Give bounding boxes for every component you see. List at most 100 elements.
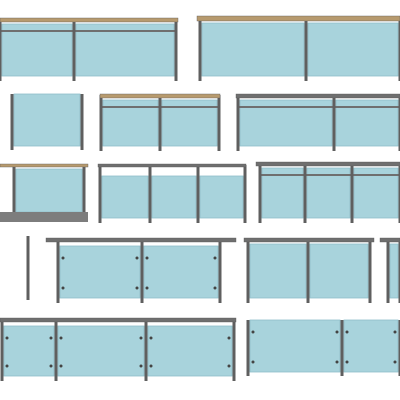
wood-handrail-icon xyxy=(0,17,179,23)
glass-clamp-icon xyxy=(49,364,53,368)
metal-post-icon xyxy=(72,19,76,81)
glass-panel xyxy=(147,325,233,377)
railing-5 xyxy=(235,93,400,151)
glass-clamp-icon xyxy=(145,256,149,260)
metal-post-icon xyxy=(332,95,336,151)
glass-panel xyxy=(1,23,73,77)
glass-clamp-icon xyxy=(49,336,53,340)
metal-post-icon xyxy=(398,239,400,303)
metal-post-icon xyxy=(80,94,84,150)
metal-post-icon xyxy=(258,163,262,223)
glass-clamp-icon xyxy=(393,330,397,334)
wood-handrail-icon xyxy=(196,15,400,22)
glass-panel xyxy=(306,167,351,219)
metal-post-icon xyxy=(0,19,2,81)
glass-panel xyxy=(13,93,81,147)
glass-clamp-icon xyxy=(61,286,65,290)
metal-post-icon xyxy=(144,319,148,381)
glass-panel xyxy=(261,167,304,219)
glass-clamp-icon xyxy=(335,360,339,364)
metal-post-icon xyxy=(350,163,354,223)
glass-clamp-icon xyxy=(135,256,139,260)
glass-clamp-icon xyxy=(227,336,231,340)
metal-post-icon xyxy=(398,320,400,376)
metal-handrail xyxy=(235,93,400,99)
glass-panel xyxy=(389,243,399,299)
metal-post-icon xyxy=(232,319,236,381)
metal-post-icon xyxy=(304,17,308,81)
metal-post-icon xyxy=(340,320,344,376)
metal-post-icon xyxy=(198,17,202,81)
metal-handrail xyxy=(97,163,247,168)
metal-post-icon xyxy=(158,95,162,151)
glass-clamp-icon xyxy=(345,330,349,334)
glass-clamp-icon xyxy=(145,286,149,290)
glass-panel xyxy=(59,245,141,299)
glass-clamp-icon xyxy=(149,364,153,368)
metal-post-icon xyxy=(0,319,4,381)
glass-clamp-icon xyxy=(139,364,143,368)
metal-post-icon xyxy=(82,165,86,215)
glass-clamp-icon xyxy=(213,286,217,290)
wood-handrail-icon xyxy=(99,93,221,99)
metal-post-icon xyxy=(56,239,60,303)
glass-panel xyxy=(199,175,244,219)
glass-clamp-icon xyxy=(5,336,9,340)
metal-post-icon xyxy=(218,239,222,303)
metal-post-icon xyxy=(140,239,144,303)
glass-panel xyxy=(307,22,399,77)
glass-clamp-icon xyxy=(335,330,339,334)
metal-post-icon xyxy=(26,236,30,300)
railing-13 xyxy=(0,317,237,381)
railing-11 xyxy=(243,237,375,303)
metal-handrail xyxy=(255,161,400,167)
metal-handrail xyxy=(243,237,375,243)
glass-panel xyxy=(101,175,149,219)
glass-clamp-icon xyxy=(59,364,63,368)
glass-clamp-icon xyxy=(345,360,349,364)
metal-post-icon xyxy=(148,165,152,223)
glass-panel xyxy=(309,243,369,299)
metal-post-icon xyxy=(303,163,307,223)
glass-panel xyxy=(249,243,307,299)
metal-post-icon xyxy=(398,95,400,151)
metal-post-icon xyxy=(12,165,16,215)
glass-panel xyxy=(201,22,305,77)
glass-clamp-icon xyxy=(5,364,9,368)
glass-clamp-icon xyxy=(59,336,63,340)
glass-clamp-icon xyxy=(149,336,153,340)
metal-post-icon xyxy=(236,95,240,151)
glass-panel xyxy=(249,319,341,373)
metal-handrail xyxy=(379,237,400,243)
metal-handrail xyxy=(0,317,237,323)
railing-10 xyxy=(45,237,237,303)
metal-post-icon xyxy=(196,165,200,223)
mid-rail xyxy=(0,30,176,32)
metal-post-icon xyxy=(398,163,400,223)
glass-panel xyxy=(3,325,55,377)
metal-handrail xyxy=(45,237,237,243)
railing-1 xyxy=(0,17,179,81)
metal-post-icon xyxy=(174,19,178,81)
metal-post-icon xyxy=(306,239,310,303)
metal-post-icon xyxy=(398,17,400,81)
glass-panel xyxy=(343,319,399,373)
glass-panel xyxy=(143,245,219,299)
glass-panel xyxy=(353,167,399,219)
glass-clamp-icon xyxy=(139,336,143,340)
metal-post-icon xyxy=(10,94,14,150)
railing-4 xyxy=(99,93,221,151)
mid-rail xyxy=(238,106,400,108)
glass-clamp-icon xyxy=(213,256,217,260)
railing-2 xyxy=(196,15,400,81)
railing-9 xyxy=(26,236,30,300)
metal-post-icon xyxy=(368,239,372,303)
glass-clamp-icon xyxy=(251,360,255,364)
metal-post-icon xyxy=(246,239,250,303)
glass-panel xyxy=(57,325,145,377)
metal-post-icon xyxy=(54,319,58,381)
glass-panel xyxy=(75,23,175,77)
metal-post-icon xyxy=(386,239,390,303)
